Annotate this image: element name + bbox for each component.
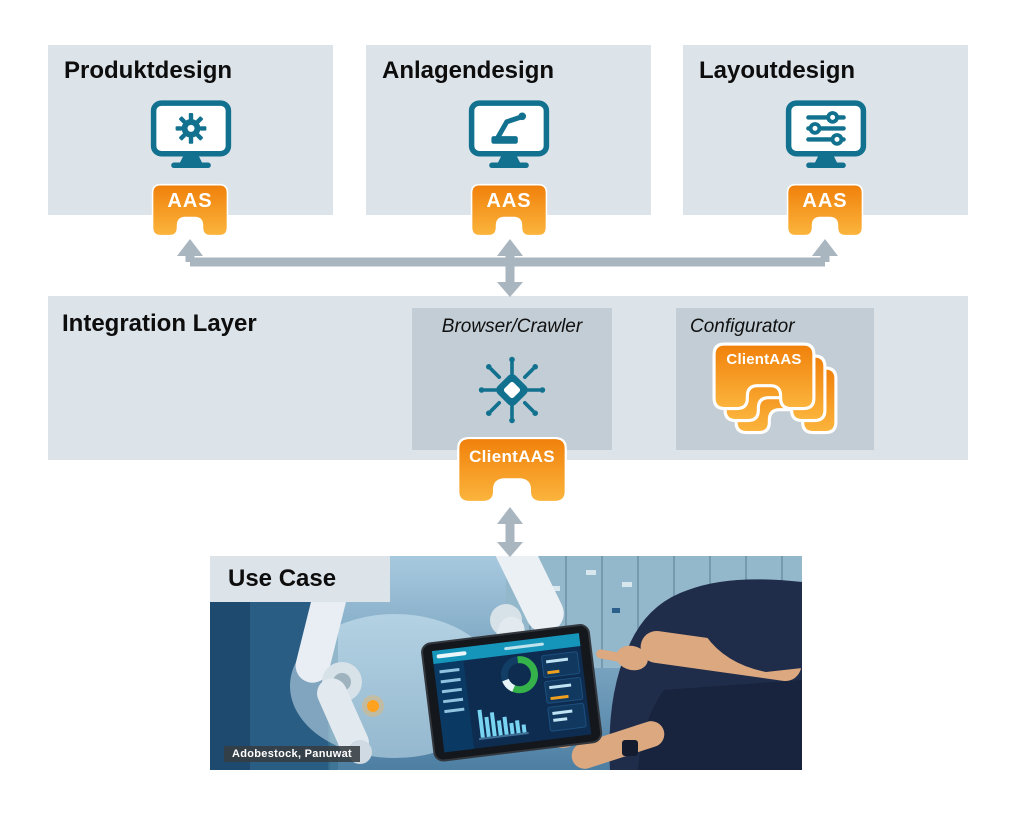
aas-shell-shape [786,183,864,237]
clientaas-badge-stack: ClientAAS [712,342,858,448]
chip-crawler-icon [478,356,546,424]
use-case-title: Use Case [228,565,337,592]
panel-title-layoutdesign: Layoutdesign [699,57,856,84]
aas-badge-layoutdesign: AAS [786,183,864,239]
browser-crawler-box: Browser/Crawler [412,308,612,450]
aas-shell-shape [470,183,548,237]
usecase-double-arrow [497,507,523,557]
pointing-arm [596,614,802,682]
aas-badge-label: AAS [486,190,532,212]
monitor-sliders-icon [785,100,866,168]
clientaas-stack-label: ClientAAS [726,351,802,368]
clientaas-stack-front: ClientAAS [712,342,816,411]
aas-badge-label: AAS [167,190,213,212]
aas-badge-produktdesign: AAS [151,183,229,239]
aas-shell-shape [151,183,229,237]
aas-shell-shape [457,437,567,503]
monitor-gear-icon [150,100,231,168]
photo-credit: Adobestock, Panuwat [224,746,360,762]
aas-shell-shape [712,342,816,411]
aas-badge-label: AAS [802,190,848,212]
browser-crawler-label: Browser/Crawler [441,316,583,337]
tablet [421,624,603,762]
configurator-label: Configurator [690,316,795,337]
aas-bus-arrow [177,239,838,297]
panel-title-produktdesign: Produktdesign [64,57,233,84]
clientaas-badge-label: ClientAAS [469,447,555,466]
monitor-machine-icon [468,100,549,168]
integration-layer-title: Integration Layer [62,310,257,337]
clientaas-badge-browser: ClientAAS [456,436,568,506]
panel-title-anlagendesign: Anlagendesign [382,57,555,84]
aas-badge-anlagendesign: AAS [470,183,548,239]
use-case-panel: Use Case [210,556,390,602]
